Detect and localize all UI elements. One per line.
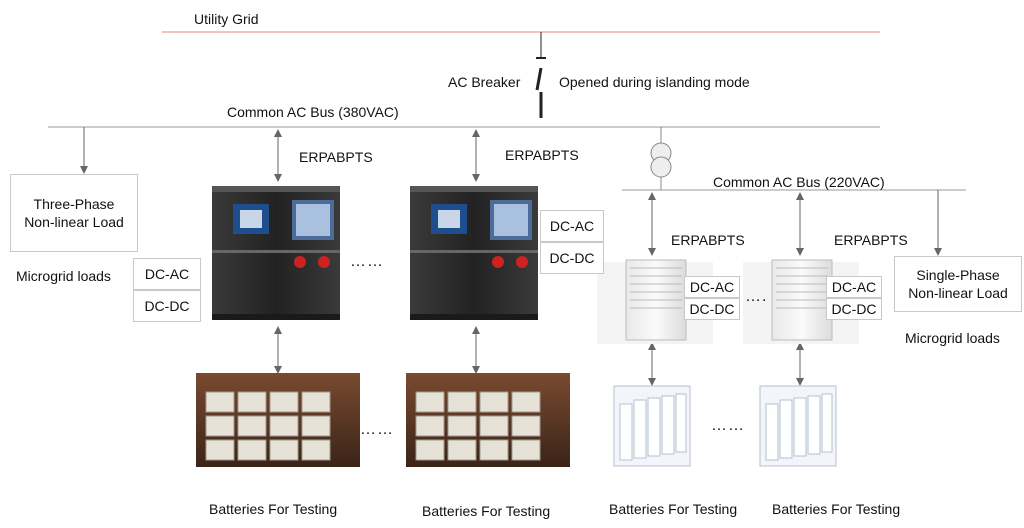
single-phase-load-box: Single-Phase Non-linear Load [894, 256, 1022, 312]
battery-label-4: Batteries For Testing [772, 501, 901, 517]
dcac-box-3: DC-AC [684, 276, 740, 298]
erp-label-1: ERPABPTS [299, 149, 373, 165]
dcac-box-1: DC-AC [133, 258, 201, 290]
bus-220-label: Common AC Bus (220VAC) [713, 174, 885, 190]
battery-illustration-3 [613, 385, 691, 467]
three-phase-load-box: Three-Phase Non-linear Load [10, 174, 138, 252]
dcdc-box-1: DC-DC [133, 290, 201, 322]
utility-grid-label: Utility Grid [194, 11, 259, 27]
ac-breaker-symbol [535, 32, 546, 118]
battery-photo-1 [196, 373, 360, 467]
dcac-box-4: DC-AC [826, 276, 882, 298]
erp-cabinet-2 [410, 186, 538, 320]
erp-label-3: ERPABPTS [671, 232, 745, 248]
dcdc-box-2: DC-DC [540, 242, 604, 274]
microgrid-loads-left-label: Microgrid loads [16, 268, 111, 284]
battery-illustration-4 [759, 385, 837, 467]
battery-label-2: Batteries For Testing [422, 503, 551, 519]
microgrid-loads-right-label: Microgrid loads [905, 330, 1000, 346]
erp-label-2: ERPABPTS [505, 147, 579, 163]
single-phase-load-line2: Non-linear Load [908, 285, 1008, 301]
erp-cabinet-1 [212, 186, 340, 320]
three-phase-load-line2: Non-linear Load [24, 214, 124, 230]
dcdc-box-4: DC-DC [826, 298, 882, 320]
dcac-box-2: DC-AC [540, 210, 604, 242]
battery-label-3: Batteries For Testing [609, 501, 738, 517]
three-phase-load-line1: Three-Phase [33, 196, 115, 212]
transformer-symbol [650, 127, 672, 190]
ellipsis-small-batteries: …… [711, 417, 745, 434]
single-phase-load-line1: Single-Phase [916, 267, 1000, 283]
bus-380-label: Common AC Bus (380VAC) [227, 104, 399, 120]
ac-breaker-label: AC Breaker [448, 74, 521, 90]
ellipsis-cabinets: …… [350, 253, 384, 270]
erp-label-4: ERPABPTS [834, 232, 908, 248]
ellipsis-batteries: …… [360, 421, 394, 438]
battery-label-1: Batteries For Testing [209, 501, 338, 517]
dcdc-box-3: DC-DC [684, 298, 740, 320]
islanding-note: Opened during islanding mode [559, 74, 750, 90]
battery-photo-2 [406, 373, 570, 467]
ellipsis-small-cabinets: …. [745, 288, 768, 305]
